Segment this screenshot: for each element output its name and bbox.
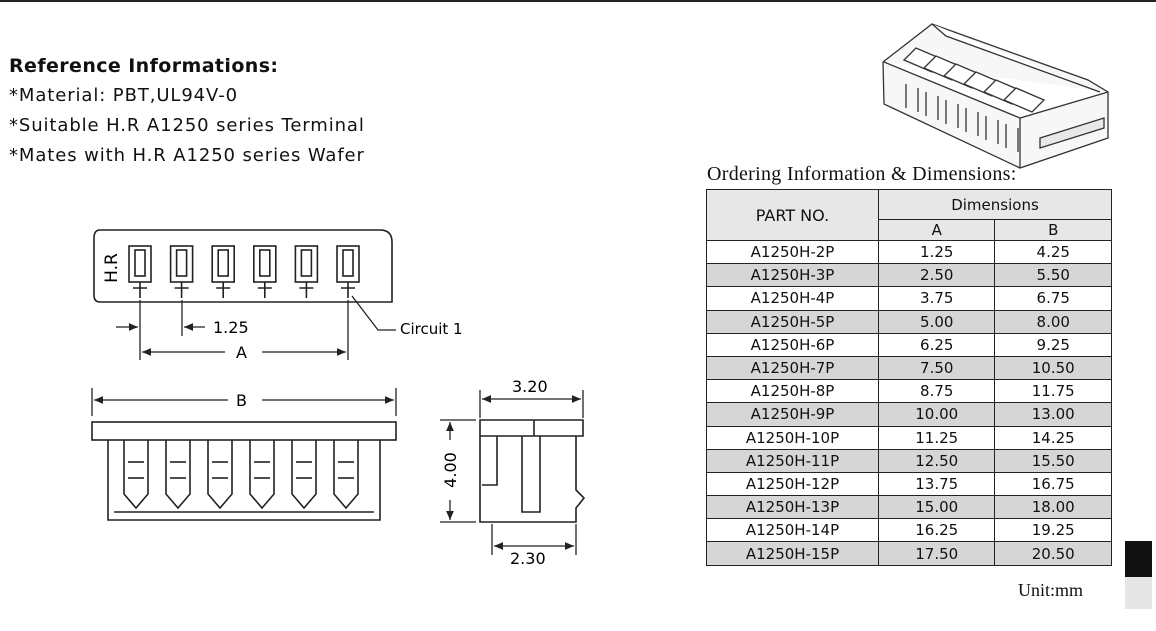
dim-a-cell: 10.00 — [877, 402, 996, 427]
dim-a-label: A — [236, 343, 247, 362]
part-no-cell: A1250H-12P — [706, 471, 879, 497]
dim-b-cell: 19.25 — [994, 518, 1112, 543]
col-a-header: A — [877, 219, 996, 241]
dim-b-cell: 16.75 — [994, 471, 1112, 497]
dim-a-cell: 17.50 — [877, 541, 996, 566]
unit-label: Unit:mm — [1018, 580, 1084, 600]
material-line: *Material: PBT,UL94V-0 — [9, 85, 238, 106]
top-rule — [0, 0, 1156, 2]
dim-a-cell: 16.25 — [877, 518, 996, 543]
part-no-cell: A1250H-14P — [706, 518, 879, 543]
part-no-cell: A1250H-9P — [706, 402, 879, 427]
circuit-label: Circuit 1 — [400, 320, 463, 338]
side-block-light — [1125, 577, 1152, 609]
dim-a-cell: 2.50 — [877, 263, 996, 288]
dim-a-cell: 5.00 — [877, 309, 996, 334]
connector-illustration — [882, 23, 1109, 169]
dim-a-cell: 3.75 — [877, 286, 996, 311]
dim-a-cell: 7.50 — [877, 355, 996, 381]
pitch-dimension — [116, 295, 396, 360]
part-no-cell: A1250H-2P — [706, 239, 879, 265]
part-no-cell: A1250H-3P — [706, 263, 879, 288]
part-no-cell: A1250H-7P — [706, 355, 879, 381]
dim-a-cell: 1.25 — [877, 239, 996, 265]
reference-info: Reference Informations: *Material: PBT,U… — [9, 55, 365, 171]
dim-a-cell: 6.25 — [877, 332, 996, 357]
part-no-cell: A1250H-5P — [706, 309, 879, 334]
pitch-label: 1.25 — [213, 318, 249, 337]
terminal-line: *Suitable H.R A1250 series Terminal — [9, 115, 365, 136]
dim-b-cell: 13.00 — [994, 402, 1112, 427]
part-no-cell: A1250H-11P — [706, 448, 879, 473]
dim-b-cell: 8.00 — [994, 309, 1112, 334]
height-label: 4.00 — [441, 452, 460, 488]
dim-b-cell: 4.25 — [994, 239, 1112, 265]
depth-label: 2.30 — [510, 549, 546, 568]
dim-a-cell: 12.50 — [877, 448, 996, 473]
dim-b-cell: 11.75 — [994, 379, 1112, 404]
side-view — [440, 390, 586, 555]
dim-b-label: B — [236, 391, 247, 410]
part-no-header: PART NO. — [706, 189, 879, 241]
part-no-cell: A1250H-6P — [706, 332, 879, 357]
dim-a-cell: 8.75 — [877, 379, 996, 404]
top-view — [93, 229, 393, 303]
dim-a-cell: 13.75 — [877, 471, 996, 497]
brand-mark: H.R — [102, 253, 122, 283]
front-view — [91, 388, 397, 521]
side-block-dark — [1125, 541, 1152, 577]
dim-b-cell: 18.00 — [994, 495, 1112, 520]
dim-b-cell: 15.50 — [994, 448, 1112, 473]
dim-b-cell: 6.75 — [994, 286, 1112, 311]
ordering-title: Ordering Information & Dimensions: — [707, 163, 1017, 185]
part-no-cell: A1250H-4P — [706, 286, 879, 311]
wafer-line: *Mates with H.R A1250 series Wafer — [9, 145, 365, 166]
part-no-cell: A1250H-8P — [706, 379, 879, 404]
dim-b-cell: 14.25 — [994, 425, 1112, 450]
dim-b-cell: 5.50 — [994, 263, 1112, 288]
reference-heading: Reference Informations: — [9, 55, 279, 77]
dimensions-header: Dimensions — [878, 189, 1112, 220]
dim-b-cell: 9.25 — [994, 332, 1112, 357]
dim-b-cell: 10.50 — [994, 355, 1112, 381]
dim-a-cell: 15.00 — [877, 495, 996, 520]
part-no-cell: A1250H-13P — [706, 495, 879, 520]
part-no-cell: A1250H-15P — [706, 541, 879, 566]
width-label: 3.20 — [512, 377, 548, 396]
part-no-cell: A1250H-10P — [706, 425, 879, 450]
col-b-header: B — [994, 219, 1112, 241]
dim-a-cell: 11.25 — [877, 425, 996, 450]
dim-b-cell: 20.50 — [994, 541, 1112, 566]
